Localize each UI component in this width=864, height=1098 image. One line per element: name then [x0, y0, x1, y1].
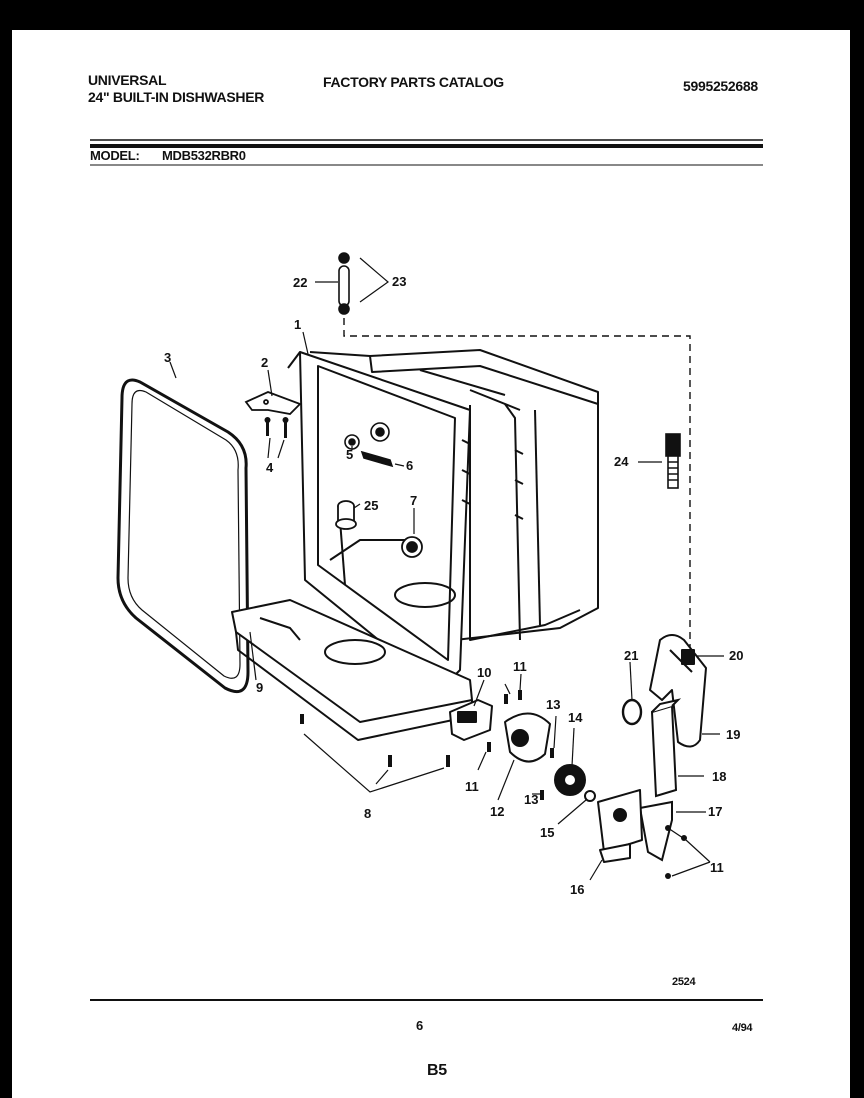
air-gap [665, 433, 681, 489]
callout-11-top: 11 [513, 659, 527, 674]
callout-12: 12 [490, 804, 504, 819]
drain-hose [649, 634, 707, 748]
pump-motor-assembly [449, 699, 643, 863]
callout-8: 8 [364, 806, 371, 821]
callout-21: 21 [624, 648, 638, 663]
fill-hose-clip [338, 252, 350, 315]
callout-labels: 1 2 3 4 5 6 7 8 9 10 11 11 11 11 12 13 1… [164, 274, 743, 897]
callout-7: 7 [410, 493, 417, 508]
callout-13-top: 13 [546, 697, 560, 712]
callout-22: 22 [293, 275, 307, 290]
vent-parts [344, 422, 394, 468]
drawing-number: 2524 [672, 976, 696, 988]
callout-2: 2 [261, 355, 268, 370]
callout-19: 19 [726, 727, 740, 742]
revision-date: 4/94 [732, 1022, 753, 1034]
hinge-bracket [244, 391, 302, 415]
door-gasket [116, 378, 250, 693]
callout-6: 6 [406, 458, 413, 473]
callout-3: 3 [164, 350, 171, 365]
callout-9: 9 [256, 680, 263, 695]
callout-18: 18 [712, 769, 726, 784]
drain-duct [650, 698, 682, 798]
callout-14: 14 [568, 710, 583, 725]
model-number: MDB532RBR0 [162, 148, 246, 163]
callout-13-bottom: 13 [524, 792, 538, 807]
model-label: MODEL: [90, 148, 140, 163]
hose-clamp [621, 698, 643, 726]
callout-11-left: 11 [465, 779, 479, 794]
header-rules [90, 139, 763, 166]
callout-23: 23 [392, 274, 406, 289]
page-number: 6 [416, 1018, 423, 1033]
section-code: B5 [427, 1062, 447, 1079]
callout-20: 20 [729, 648, 743, 663]
callout-1: 1 [294, 317, 301, 332]
leader-lines [169, 257, 724, 881]
callout-10: 10 [477, 665, 491, 680]
callout-11-right: 11 [710, 860, 724, 875]
hinge-screws [264, 417, 289, 438]
callout-24: 24 [614, 454, 629, 469]
callout-16: 16 [570, 882, 584, 897]
product-name: 24" BUILT-IN DISHWASHER [88, 89, 265, 105]
callout-5: 5 [346, 447, 353, 462]
hose-route-dashed [343, 318, 691, 650]
catalog-title: FACTORY PARTS CATALOG [323, 74, 504, 90]
callout-15: 15 [540, 825, 554, 840]
catalog-part-number: 5995252688 [683, 78, 758, 94]
callout-25: 25 [364, 498, 378, 513]
callout-17: 17 [708, 804, 722, 819]
float-assembly [335, 500, 357, 530]
brand-name: UNIVERSAL [88, 72, 167, 88]
callout-4: 4 [266, 460, 274, 475]
fill-inlet [401, 536, 423, 558]
duct-bracket [638, 800, 673, 862]
